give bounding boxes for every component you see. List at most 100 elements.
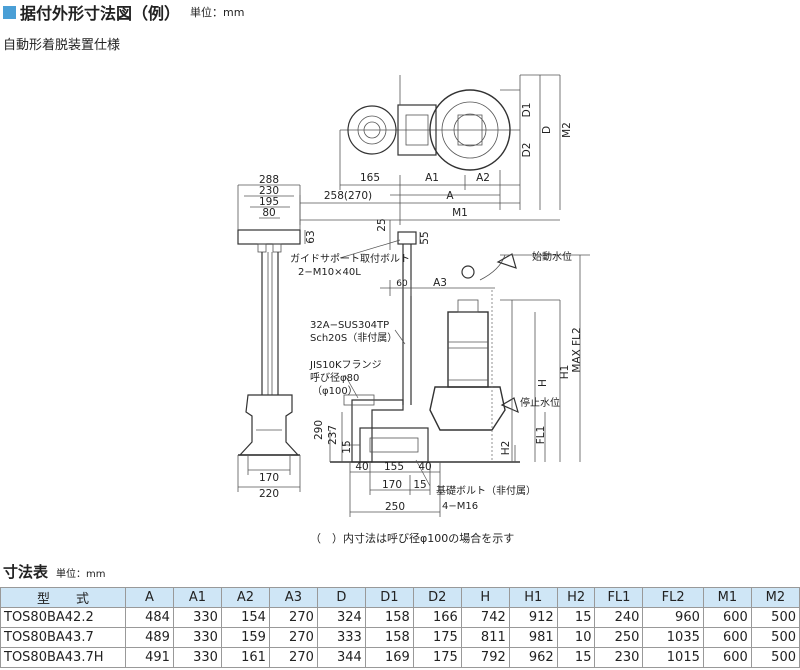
cell-m1: 600 — [702, 607, 752, 628]
dim-d: D — [541, 126, 553, 134]
top-pump-body — [429, 89, 511, 171]
dim-55: 55 — [419, 231, 431, 244]
cell-d1: 169 — [364, 647, 414, 668]
dim-15-front: 15 — [341, 440, 353, 453]
col-d2: D2 — [412, 587, 462, 608]
top-flange-left — [347, 105, 397, 155]
dim-80: 80 — [262, 207, 275, 219]
dim-195: 195 — [259, 196, 279, 208]
dim-m2: M2 — [561, 122, 573, 138]
front-guide-support — [397, 231, 417, 245]
dim-60: 60 — [396, 279, 408, 289]
col-a: A — [125, 587, 174, 608]
dim-40-right: 40 — [418, 461, 431, 473]
dim-258-270: 258(270) — [324, 190, 372, 202]
label-guide-bolt-spec: 2−M10×40L — [298, 267, 361, 278]
dim-h: H — [537, 379, 549, 387]
label-anchor-bolt-spec: 4−M16 — [442, 501, 478, 512]
table-row: TOS80BA42.2 484 330 154 270 324 158 166 … — [0, 607, 800, 628]
label-start-level: 始動水位 — [532, 250, 572, 263]
label-stop-level: 停止水位 — [520, 396, 560, 409]
top-guide-block — [397, 104, 437, 156]
cell-model: TOS80BA42.2 — [0, 607, 126, 628]
table-header-row: 型 式 A A1 A2 A3 D D1 D2 H H1 H2 FL1 FL2 M… — [0, 587, 800, 608]
dim-63: 63 — [305, 230, 317, 243]
cell-a3: 270 — [268, 627, 318, 648]
dim-155: 155 — [384, 461, 404, 473]
dim-a: A — [446, 190, 454, 202]
dim-170-side: 170 — [259, 472, 279, 484]
col-fl1: FL1 — [594, 587, 644, 608]
header: 据付外形寸法図（例） 単位：mm — [0, 0, 244, 24]
cell-fl2: 960 — [642, 607, 704, 628]
dim-230: 230 — [259, 185, 279, 197]
col-d: D — [316, 587, 366, 608]
cell-d2: 175 — [412, 627, 462, 648]
cell-d1: 158 — [364, 607, 414, 628]
cell-h1: 912 — [508, 607, 558, 628]
side-top-bracket — [237, 229, 301, 245]
col-h1: H1 — [508, 587, 558, 608]
cell-fl2: 1035 — [642, 627, 704, 648]
cell-h: 742 — [460, 607, 510, 628]
label-pipe-spec: Sch20S（非付属） — [310, 331, 397, 344]
label-pipe: 32A−SUS304TP — [310, 320, 389, 331]
dim-290: 290 — [313, 420, 325, 440]
front-pump-motor — [447, 311, 489, 388]
cell-h2: 10 — [556, 627, 596, 648]
label-guide-bolt: ガイドサポート取付ボルト — [290, 252, 410, 265]
cell-h: 792 — [460, 647, 510, 668]
cell-a2: 159 — [220, 627, 270, 648]
dimension-note: （ ）内寸法は呼び径φ100の場合を示す — [310, 532, 515, 545]
dim-d1: D1 — [521, 103, 533, 118]
cell-a3: 270 — [268, 607, 318, 628]
col-a3: A3 — [268, 587, 318, 608]
cell-fl1: 250 — [594, 627, 644, 648]
front-pump-casing — [429, 386, 506, 431]
page-title: 据付外形寸法図（例） — [20, 4, 181, 23]
dim-220-side: 220 — [259, 488, 279, 500]
cell-a: 489 — [125, 627, 174, 648]
cell-h2: 15 — [556, 647, 596, 668]
dim-a2: A2 — [476, 172, 490, 184]
label-flange: JIS10Kフランジ — [309, 359, 382, 371]
cell-d: 333 — [316, 627, 366, 648]
col-m2: M2 — [750, 587, 800, 608]
cell-a1: 330 — [172, 647, 222, 668]
cell-d: 344 — [316, 647, 366, 668]
cell-fl1: 230 — [594, 647, 644, 668]
cell-fl2: 1015 — [642, 647, 704, 668]
dim-a1: A1 — [425, 172, 439, 184]
cell-a: 491 — [125, 647, 174, 668]
cell-a2: 154 — [220, 607, 270, 628]
col-a2: A2 — [220, 587, 270, 608]
cell-d: 324 — [316, 607, 366, 628]
dim-288: 288 — [259, 174, 279, 186]
col-h: H — [460, 587, 510, 608]
cell-h: 811 — [460, 627, 510, 648]
start-level-float — [496, 253, 517, 269]
table-unit: 単位：mm — [56, 569, 106, 580]
cell-h1: 981 — [508, 627, 558, 648]
dim-170-front: 170 — [382, 479, 402, 491]
dim-15-bottom: 15 — [413, 479, 426, 491]
label-anchor-bolt: 基礎ボルト（非付属） — [436, 484, 536, 497]
stop-level-float — [500, 397, 519, 414]
table-row: TOS80BA43.7 489 330 159 270 333 158 175 … — [0, 627, 800, 648]
page-subtitle: 自動形着脱装置仕様 — [3, 38, 121, 53]
table-title: 寸法表 — [3, 563, 49, 581]
cell-h1: 962 — [508, 647, 558, 668]
col-m1: M1 — [702, 587, 752, 608]
cell-a3: 270 — [268, 647, 318, 668]
cell-fl1: 240 — [594, 607, 644, 628]
header-marker — [3, 5, 16, 19]
label-flange-spec: 呼び径φ80 — [310, 371, 359, 384]
label-flange-alt: （φ100） — [312, 385, 358, 397]
cell-m2: 500 — [750, 627, 800, 648]
title-unit: 単位：mm — [190, 6, 245, 19]
cell-model: TOS80BA43.7H — [0, 647, 126, 668]
dim-237: 237 — [327, 425, 339, 445]
dim-max-fl2: MAX FL2 — [571, 327, 583, 372]
col-fl2: FL2 — [642, 587, 704, 608]
side-base — [238, 394, 300, 456]
